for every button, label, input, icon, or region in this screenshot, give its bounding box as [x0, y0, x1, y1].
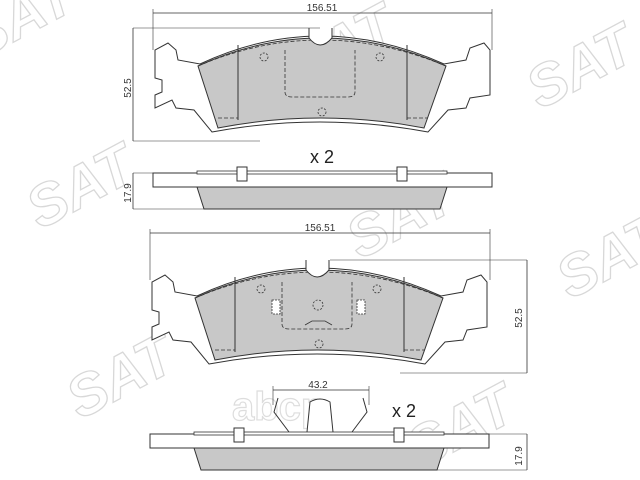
width-label: 156.51	[307, 3, 338, 14]
svg-text:SAT: SAT	[56, 320, 189, 432]
svg-text:SAT: SAT	[516, 10, 640, 122]
svg-text:SAT: SAT	[546, 200, 640, 312]
thickness-label-2: 17.9	[514, 446, 525, 466]
height-label: 52.5	[123, 78, 134, 98]
pad-side-view-2: 17.9	[149, 427, 528, 471]
clip-quantity-label: x 2	[392, 401, 416, 421]
pad-front-view-1: 156.51 52.5 x 2	[123, 3, 493, 167]
pad-side-view-1: 17.9	[123, 166, 493, 210]
height-label-2: 52.5	[514, 308, 525, 328]
width-label-2: 156.51	[305, 223, 336, 234]
quantity-label: x 2	[310, 147, 334, 167]
thickness-label: 17.9	[123, 183, 134, 203]
pad-front-view-2: 156.51 52.5	[149, 223, 528, 374]
anti-rattle-clip: 43.2 x 2	[272, 380, 416, 433]
clip-width-label: 43.2	[308, 380, 328, 391]
svg-text:SAT: SAT	[0, 0, 89, 71]
